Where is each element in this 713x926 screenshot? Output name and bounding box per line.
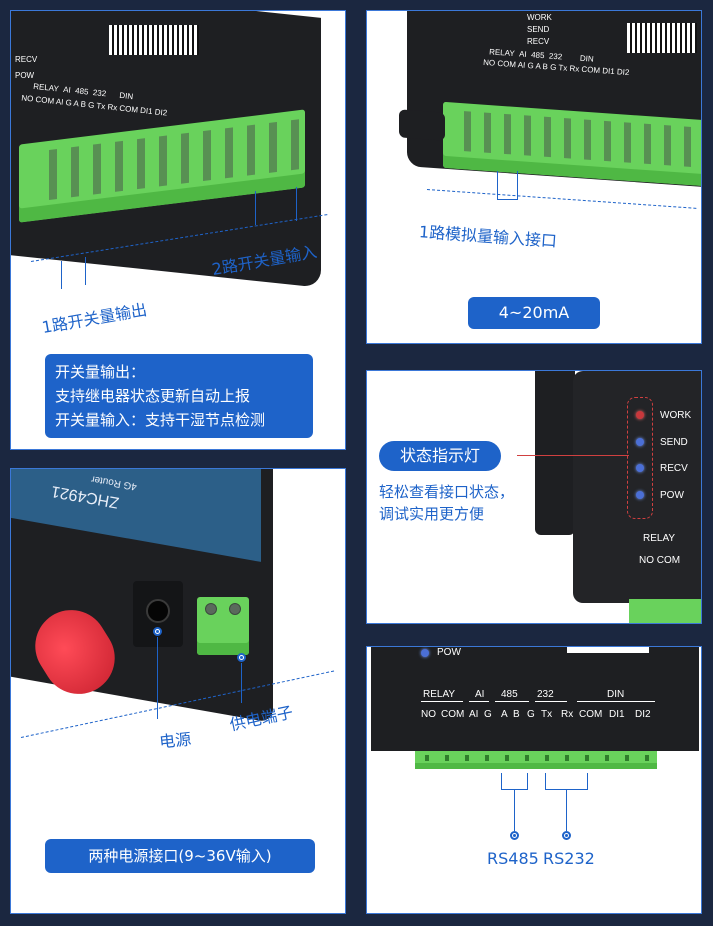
analog-bracket-left — [497, 171, 498, 199]
pin-label-com: COM — [441, 709, 465, 720]
pin-label-ai: AI — [469, 709, 479, 720]
pin-label-ai-g: G — [484, 709, 492, 720]
pin-label-di2: DI2 — [635, 709, 651, 720]
relay-label: RELAY — [643, 533, 676, 544]
terminal-strip-teeth — [415, 755, 657, 761]
mount-bracket — [535, 371, 575, 535]
dc-jack — [133, 581, 183, 647]
group-label-din: DIN — [607, 689, 625, 700]
analog-bracket-right — [517, 171, 518, 199]
group-label-485: 485 — [501, 689, 518, 700]
terminal-block-edge — [629, 599, 701, 623]
led-label-recv: RECV — [527, 37, 550, 46]
pin-label-no: NO — [421, 709, 436, 720]
rs232-bracket-right — [587, 773, 588, 789]
status-led-badge: 状态指示灯 — [379, 441, 501, 471]
group-label-ai: AI — [475, 689, 485, 700]
power-terminal-screw-1 — [205, 603, 217, 615]
rs232-marker — [562, 831, 571, 840]
current-range-badge: 4~20mA — [468, 297, 600, 329]
led-label-work: WORK — [660, 410, 692, 421]
led-label-send: SEND — [660, 437, 688, 448]
led-label-work: WORK — [527, 13, 552, 22]
panel-status-leds: WORK SEND RECV POW RELAY NO COM 状态指示灯 轻松… — [366, 370, 702, 624]
input-bracket-left — [255, 191, 256, 225]
status-desc-line-1: 轻松查看接口状态， — [379, 483, 515, 501]
terminal-marker — [237, 653, 246, 662]
power-input-badge: 两种电源接口(9~36V输入) — [45, 839, 315, 873]
led-label-recv: RECV — [660, 463, 688, 474]
led-label-pow: POW — [15, 71, 35, 80]
pin-label-di1: DI1 — [609, 709, 625, 720]
panel-analog-input: WORK SEND RECV RELAY AI 485 232 DIN NO C… — [366, 10, 702, 344]
power-jack-marker — [153, 627, 162, 636]
led-work-icon — [636, 411, 644, 419]
panel-power: ZHC4921 4G Router 电源 供电端子 两种电源接口(9~36V输入… — [10, 468, 346, 914]
panel-serial-ports: POW RELAY AI 485 232 DIN NO COM AI G A B… — [366, 646, 702, 914]
callout-power-jack: 电源 — [158, 729, 193, 752]
qr-code-right — [627, 23, 697, 53]
status-desc-line-2: 调试实用更方便 — [379, 505, 485, 523]
power-terminal-screw-2 — [229, 603, 241, 615]
device-front-photo — [371, 647, 699, 751]
pin-label-a: A — [501, 709, 508, 720]
led-recv-icon — [636, 464, 644, 472]
dashed-guide — [426, 189, 697, 209]
led-label-pow: POW — [437, 647, 461, 658]
led-label-recv: RECV — [15, 55, 38, 64]
badge-line-2: 支持继电器状态更新自动上报 — [55, 387, 251, 405]
rs232-leader — [566, 789, 567, 831]
relay-pin-label: NO COM — [639, 555, 681, 566]
rs232-bracket-left — [545, 773, 546, 789]
analog-bracket-bottom — [497, 199, 518, 200]
rs485-bracket-right — [527, 773, 528, 789]
callout-rs232: RS232 — [543, 849, 595, 868]
led-pow-icon — [636, 491, 644, 499]
dc-jack-hole — [146, 599, 170, 623]
rs485-bracket-left — [501, 773, 502, 789]
output-bracket-left — [61, 261, 62, 289]
rs485-leader — [514, 789, 515, 831]
group-label-relay: RELAY — [423, 689, 456, 700]
led-send-icon — [636, 438, 644, 446]
terminal-leader — [241, 663, 242, 703]
led-label-send: SEND — [527, 25, 550, 34]
leader-line — [517, 455, 629, 456]
led-label-pow: POW — [660, 490, 684, 501]
callout-rs485: RS485 — [487, 849, 539, 868]
pin-label-485-g: G — [527, 709, 535, 720]
badge-line-3: 开关量输入：支持干湿节点检测 — [55, 411, 266, 429]
led-highlight-box — [627, 397, 653, 519]
input-bracket-right — [296, 187, 297, 221]
group-label-232: 232 — [537, 689, 554, 700]
pin-label-rx: Rx — [561, 709, 574, 720]
callout-analog-input: 1路模拟量输入接口 — [418, 222, 558, 251]
pin-label-din-com: COM — [579, 709, 603, 720]
led-pow-icon — [421, 649, 429, 657]
badge-line-1: 开关量输出： — [55, 363, 146, 381]
group-brackets — [421, 701, 657, 709]
label-plate — [567, 647, 649, 653]
qr-code — [109, 25, 199, 55]
mount-ear — [399, 109, 445, 141]
power-jack-leader — [157, 637, 158, 719]
callout-switch-output: 1路开关量输出 — [40, 299, 149, 338]
rs485-marker — [510, 831, 519, 840]
device-side-photo — [573, 371, 701, 603]
pin-label-tx: Tx — [541, 709, 553, 720]
panel-switch-io: RELAY AI 485 232 DIN NO COM AI G A B G T… — [10, 10, 346, 450]
pin-label-b: B — [513, 709, 520, 720]
output-bracket-right — [85, 257, 86, 285]
switch-io-badge: 开关量输出： 支持继电器状态更新自动上报 开关量输入：支持干湿节点检测 — [45, 354, 313, 438]
